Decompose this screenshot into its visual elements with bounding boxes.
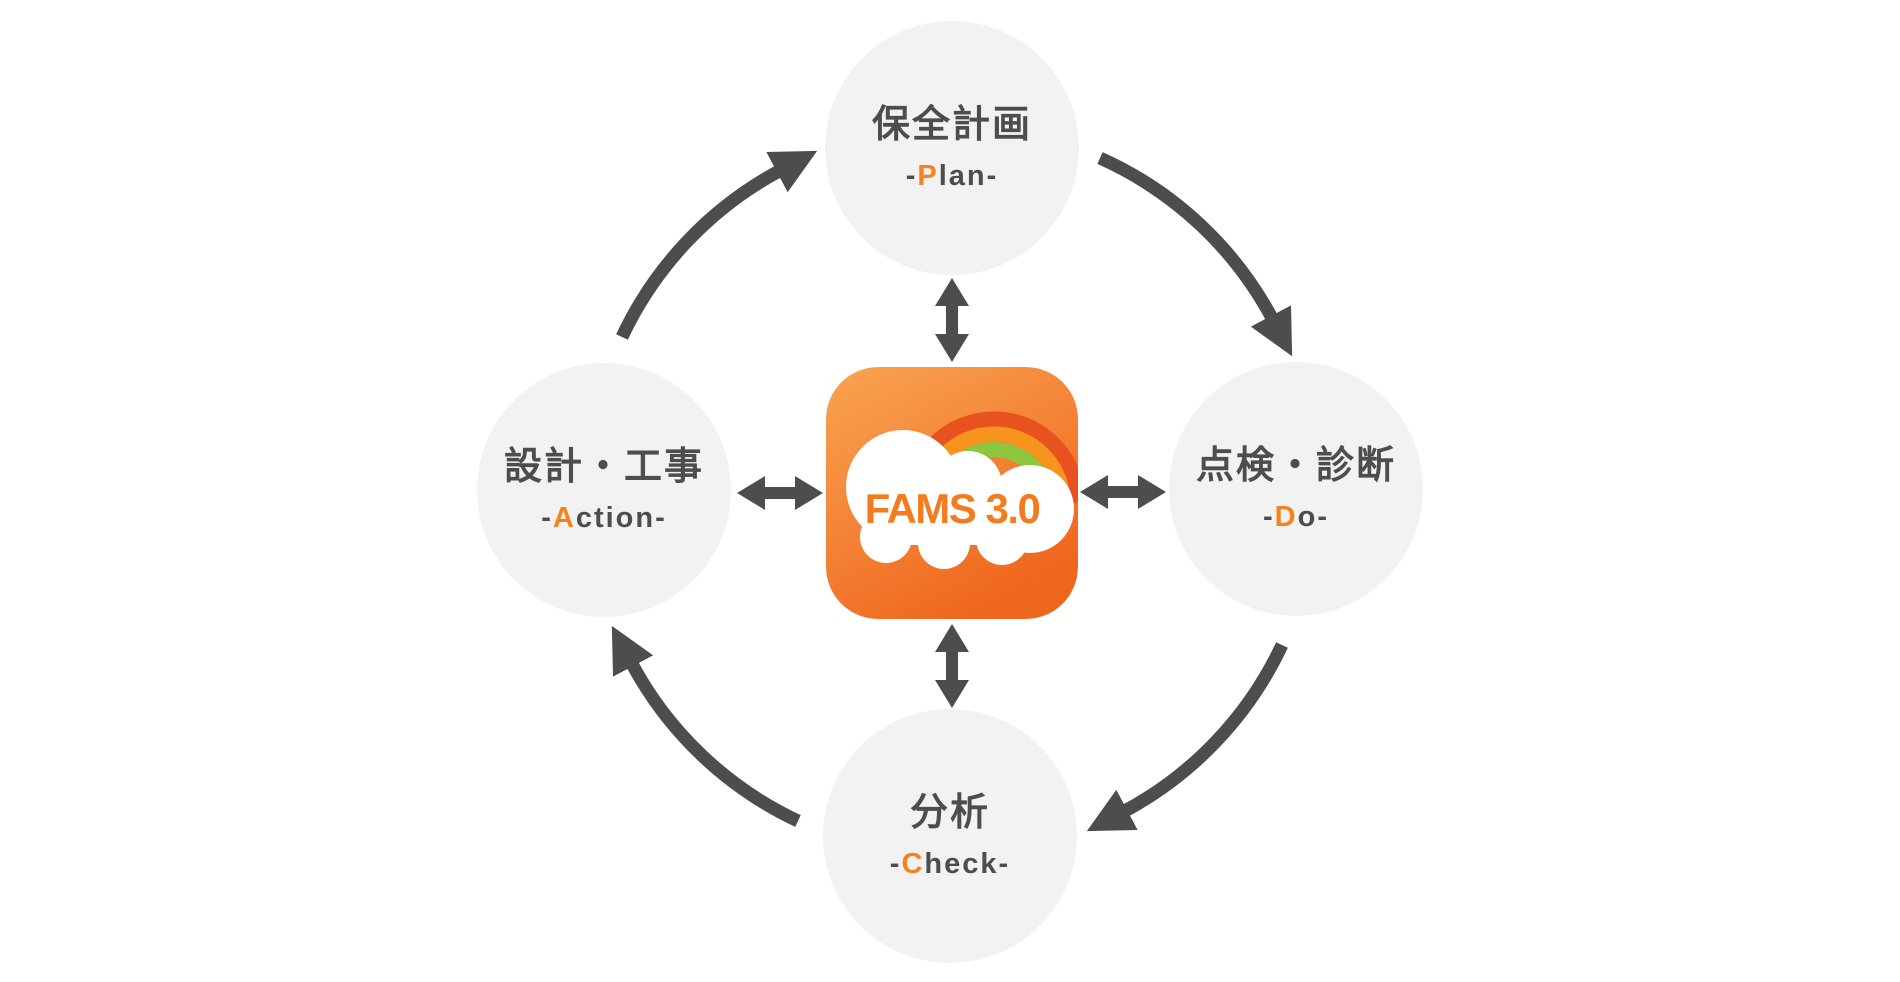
fams-logo: FAMS 3.0: [826, 367, 1078, 619]
node-do: 点検・診断 -Do-: [1169, 362, 1423, 616]
double-arrow-center-action-icon: [737, 476, 823, 510]
cycle-arrow-check-to-action-icon: [611, 625, 801, 827]
check-accent-letter: C: [901, 848, 925, 881]
node-action: 設計・工事 -Action-: [477, 363, 731, 617]
node-check-subtitle: -Check-: [889, 848, 1011, 881]
plan-accent-letter: P: [917, 160, 939, 193]
node-check: 分析 -Check-: [823, 709, 1077, 963]
double-arrow-center-check-icon: [935, 624, 969, 708]
cycle-arrow-plan-to-do-icon: [1097, 152, 1293, 357]
cloud-rainbow-icon: FAMS 3.0: [826, 367, 1078, 619]
action-accent-letter: A: [552, 502, 576, 535]
cycle-arrow-do-to-check-icon: [1086, 642, 1288, 832]
double-arrow-center-plan-icon: [935, 278, 969, 362]
node-plan-subtitle: -Plan-: [905, 160, 999, 193]
node-do-label: 点検・診断: [1195, 444, 1396, 487]
cycle-arrow-action-to-plan-icon: [616, 150, 818, 340]
node-plan: 保全計画 -Plan-: [825, 21, 1079, 275]
double-arrow-center-do-icon: [1080, 475, 1166, 509]
node-action-label: 設計・工事: [503, 445, 704, 488]
fams-logo-text: FAMS 3.0: [865, 485, 1040, 532]
cloud-icon: [846, 430, 1074, 569]
do-accent-letter: D: [1274, 501, 1298, 534]
node-check-label: 分析: [909, 791, 990, 834]
node-do-subtitle: -Do-: [1263, 501, 1329, 534]
node-plan-label: 保全計画: [871, 103, 1032, 146]
node-action-subtitle: -Action-: [541, 502, 667, 535]
